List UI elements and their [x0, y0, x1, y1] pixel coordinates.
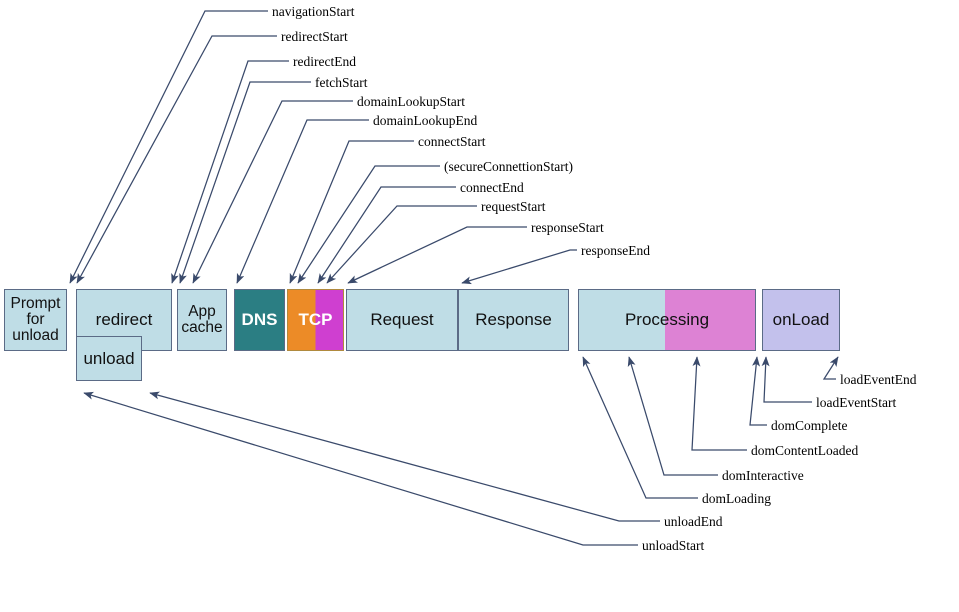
timing-label-connectStart: connectStart — [418, 134, 486, 149]
phase-label-response: Response — [475, 310, 552, 329]
leader-domLoading — [582, 356, 698, 499]
phase-dns[interactable]: DNS — [234, 289, 285, 351]
timing-label-domLoading: domLoading — [702, 491, 771, 506]
phase-response[interactable]: Response — [458, 289, 569, 351]
leader-requestStart — [326, 205, 477, 284]
timing-label-redirectStart: redirectStart — [281, 29, 348, 44]
timing-label-domInteractive: domInteractive — [722, 468, 804, 483]
phase-label-tcp: TCP — [298, 310, 333, 329]
timing-label-requestStart: requestStart — [481, 199, 546, 214]
leader-domComplete — [749, 356, 767, 426]
phase-request[interactable]: Request — [346, 289, 458, 351]
leader-domContentLoaded — [691, 356, 747, 451]
phase-label-processing: Processing — [624, 310, 710, 329]
leader-connectEnd — [317, 186, 456, 284]
phase-label-redirect: redirect — [95, 310, 153, 329]
leader-connectStart — [289, 140, 414, 284]
timing-label-redirectEnd: redirectEnd — [293, 54, 356, 69]
timing-label-responseEnd: responseEnd — [581, 243, 650, 258]
timing-label-domainLookupEnd: domainLookupEnd — [373, 113, 478, 128]
phase-label-dns: DNS — [241, 310, 278, 329]
bottom-leader-group — [83, 356, 839, 546]
leader-unloadStart — [83, 391, 638, 546]
leader-redirectEnd — [171, 60, 289, 284]
timing-label-domContentLoaded: domContentLoaded — [751, 443, 859, 458]
timing-label-responseStart: responseStart — [531, 220, 604, 235]
leader-secureConnettionStart — [297, 165, 440, 284]
timing-label-fetchStart: fetchStart — [315, 75, 368, 90]
timing-label-unloadStart: unloadStart — [642, 538, 705, 553]
leader-responseStart — [347, 226, 527, 284]
phase-unload[interactable]: unload — [76, 336, 142, 381]
phase-processing[interactable]: Processing — [578, 289, 756, 351]
leader-domainLookupEnd — [236, 119, 369, 284]
leader-loadEventStart — [761, 356, 812, 403]
phase-onload[interactable]: onLoad — [762, 289, 840, 351]
timing-label-domComplete: domComplete — [771, 418, 848, 433]
leader-unloadEnd — [149, 391, 660, 522]
leader-redirectStart — [76, 35, 277, 284]
timing-label-navigationStart: navigationStart — [272, 4, 355, 19]
leader-domInteractive — [627, 356, 718, 476]
timing-label-domainLookupStart: domainLookupStart — [357, 94, 465, 109]
timing-label-unloadEnd: unloadEnd — [664, 514, 723, 529]
leader-domainLookupStart — [192, 100, 353, 284]
phase-label-unload: unload — [83, 348, 135, 368]
timing-label-connectEnd: connectEnd — [460, 180, 524, 195]
leader-loadEventEnd — [822, 356, 839, 380]
timing-label-loadEventEnd: loadEventEnd — [840, 372, 917, 387]
phase-label-request: Request — [370, 310, 434, 329]
leader-responseEnd — [461, 249, 577, 285]
timing-label-loadEventStart: loadEventStart — [816, 395, 897, 410]
top-leader-group — [69, 10, 577, 285]
timing-label-secureConnettionStart: (secureConnettionStart) — [444, 159, 573, 174]
leader-fetchStart — [179, 81, 311, 284]
leader-navigationStart — [69, 10, 268, 284]
phase-tcp[interactable]: TCP — [287, 289, 344, 351]
phase-label-onload: onLoad — [772, 310, 830, 329]
